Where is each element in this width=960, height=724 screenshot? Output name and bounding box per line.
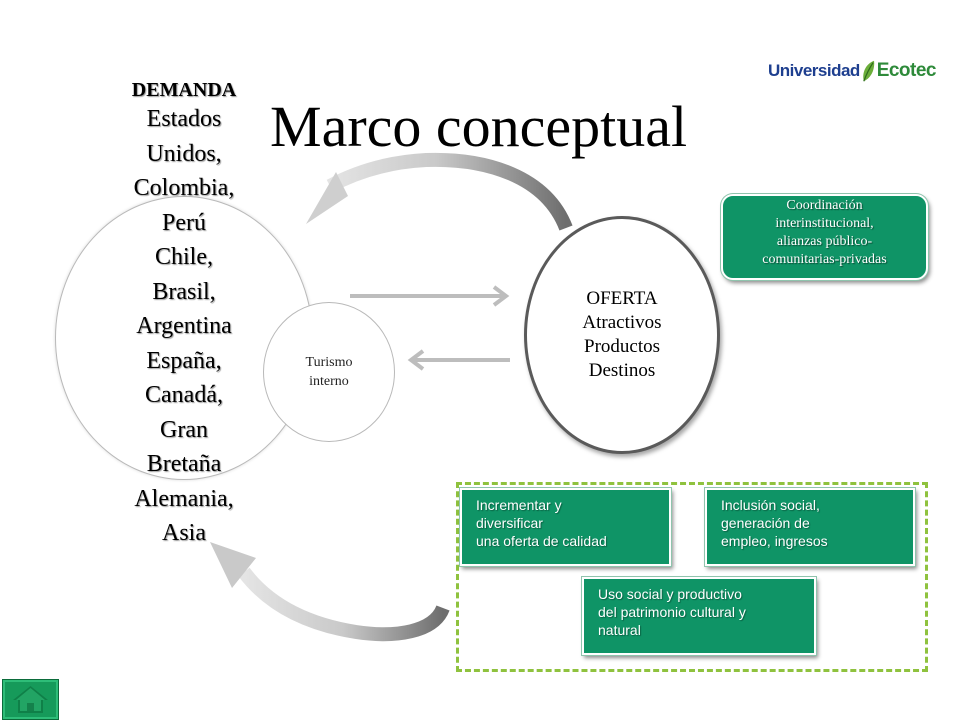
home-icon — [13, 686, 48, 713]
demand-line: Unidos, — [146, 140, 222, 167]
goal-line: generación de — [721, 515, 810, 531]
demand-line: Perú — [162, 209, 206, 236]
demand-line: Argentina — [136, 313, 232, 339]
goal-box-oferta-calidad: Incrementar y diversificar una oferta de… — [460, 488, 671, 566]
goal-line: diversificar — [476, 515, 543, 531]
turismo-line-1: Turismo — [305, 355, 353, 370]
demand-line: Canadá, — [145, 382, 223, 408]
page-title: Marco conceptual — [270, 94, 688, 159]
goal-box-inclusion-social: Inclusión social, generación de empleo, … — [705, 488, 915, 566]
demand-line: Brasil, — [152, 278, 216, 305]
logo-text-universidad: Universidad — [768, 61, 860, 80]
arrow-left — [407, 349, 510, 371]
demand-heading: DEMANDA — [131, 79, 237, 101]
leaf-icon — [863, 60, 874, 82]
oferta-line: Atractivos — [582, 312, 662, 333]
oferta-line: Destinos — [588, 360, 656, 381]
turismo-interno-circle: Turismo interno — [263, 302, 395, 442]
demand-line: Asia — [162, 520, 206, 546]
demand-line: Chile, — [155, 244, 213, 270]
goal-line: del patrimonio cultural y — [598, 604, 746, 620]
goal-line: una oferta de calidad — [476, 533, 607, 549]
coordination-line: interinstitucional, — [775, 216, 874, 231]
coordination-line: Coordinación — [786, 198, 863, 213]
demand-line: Bretaña — [146, 451, 222, 477]
arrow-right — [350, 285, 510, 307]
oferta-line: OFERTA — [586, 288, 658, 309]
oferta-line: Productos — [584, 336, 660, 357]
coordination-line: alianzas público- — [776, 234, 873, 249]
demand-line: Colombia, — [133, 175, 235, 201]
bottom-curved-arrow — [210, 542, 450, 642]
oferta-ellipse: OFERTA Atractivos Productos Destinos — [524, 216, 720, 454]
top-curved-arrow — [306, 152, 573, 231]
goals-frame — [456, 482, 928, 672]
demand-text: DEMANDA Estados Unidos, Colombia, Perú C… — [96, 78, 272, 551]
goal-line: Inclusión social, — [721, 497, 820, 513]
goal-box-patrimonio: Uso social y productivo del patrimonio c… — [582, 577, 816, 655]
goal-line: Incrementar y — [476, 497, 562, 513]
demand-line: España, — [146, 347, 222, 374]
demand-line: Alemania, — [134, 485, 234, 512]
coordination-box: Coordinación interinstitucional, alianza… — [721, 194, 928, 280]
demand-line: Gran — [160, 416, 208, 443]
university-logo: Universidad Ecotec — [768, 54, 937, 88]
goal-line: natural — [598, 622, 641, 638]
home-button[interactable] — [2, 679, 59, 720]
goal-line: Uso social y productivo — [598, 586, 742, 602]
demand-line: Estados — [146, 106, 222, 132]
turismo-line-2: interno — [309, 374, 349, 389]
goal-line: empleo, ingresos — [721, 533, 828, 549]
coordination-line: comunitarias-privadas — [762, 252, 887, 267]
logo-text-ecotec: Ecotec — [876, 60, 937, 81]
